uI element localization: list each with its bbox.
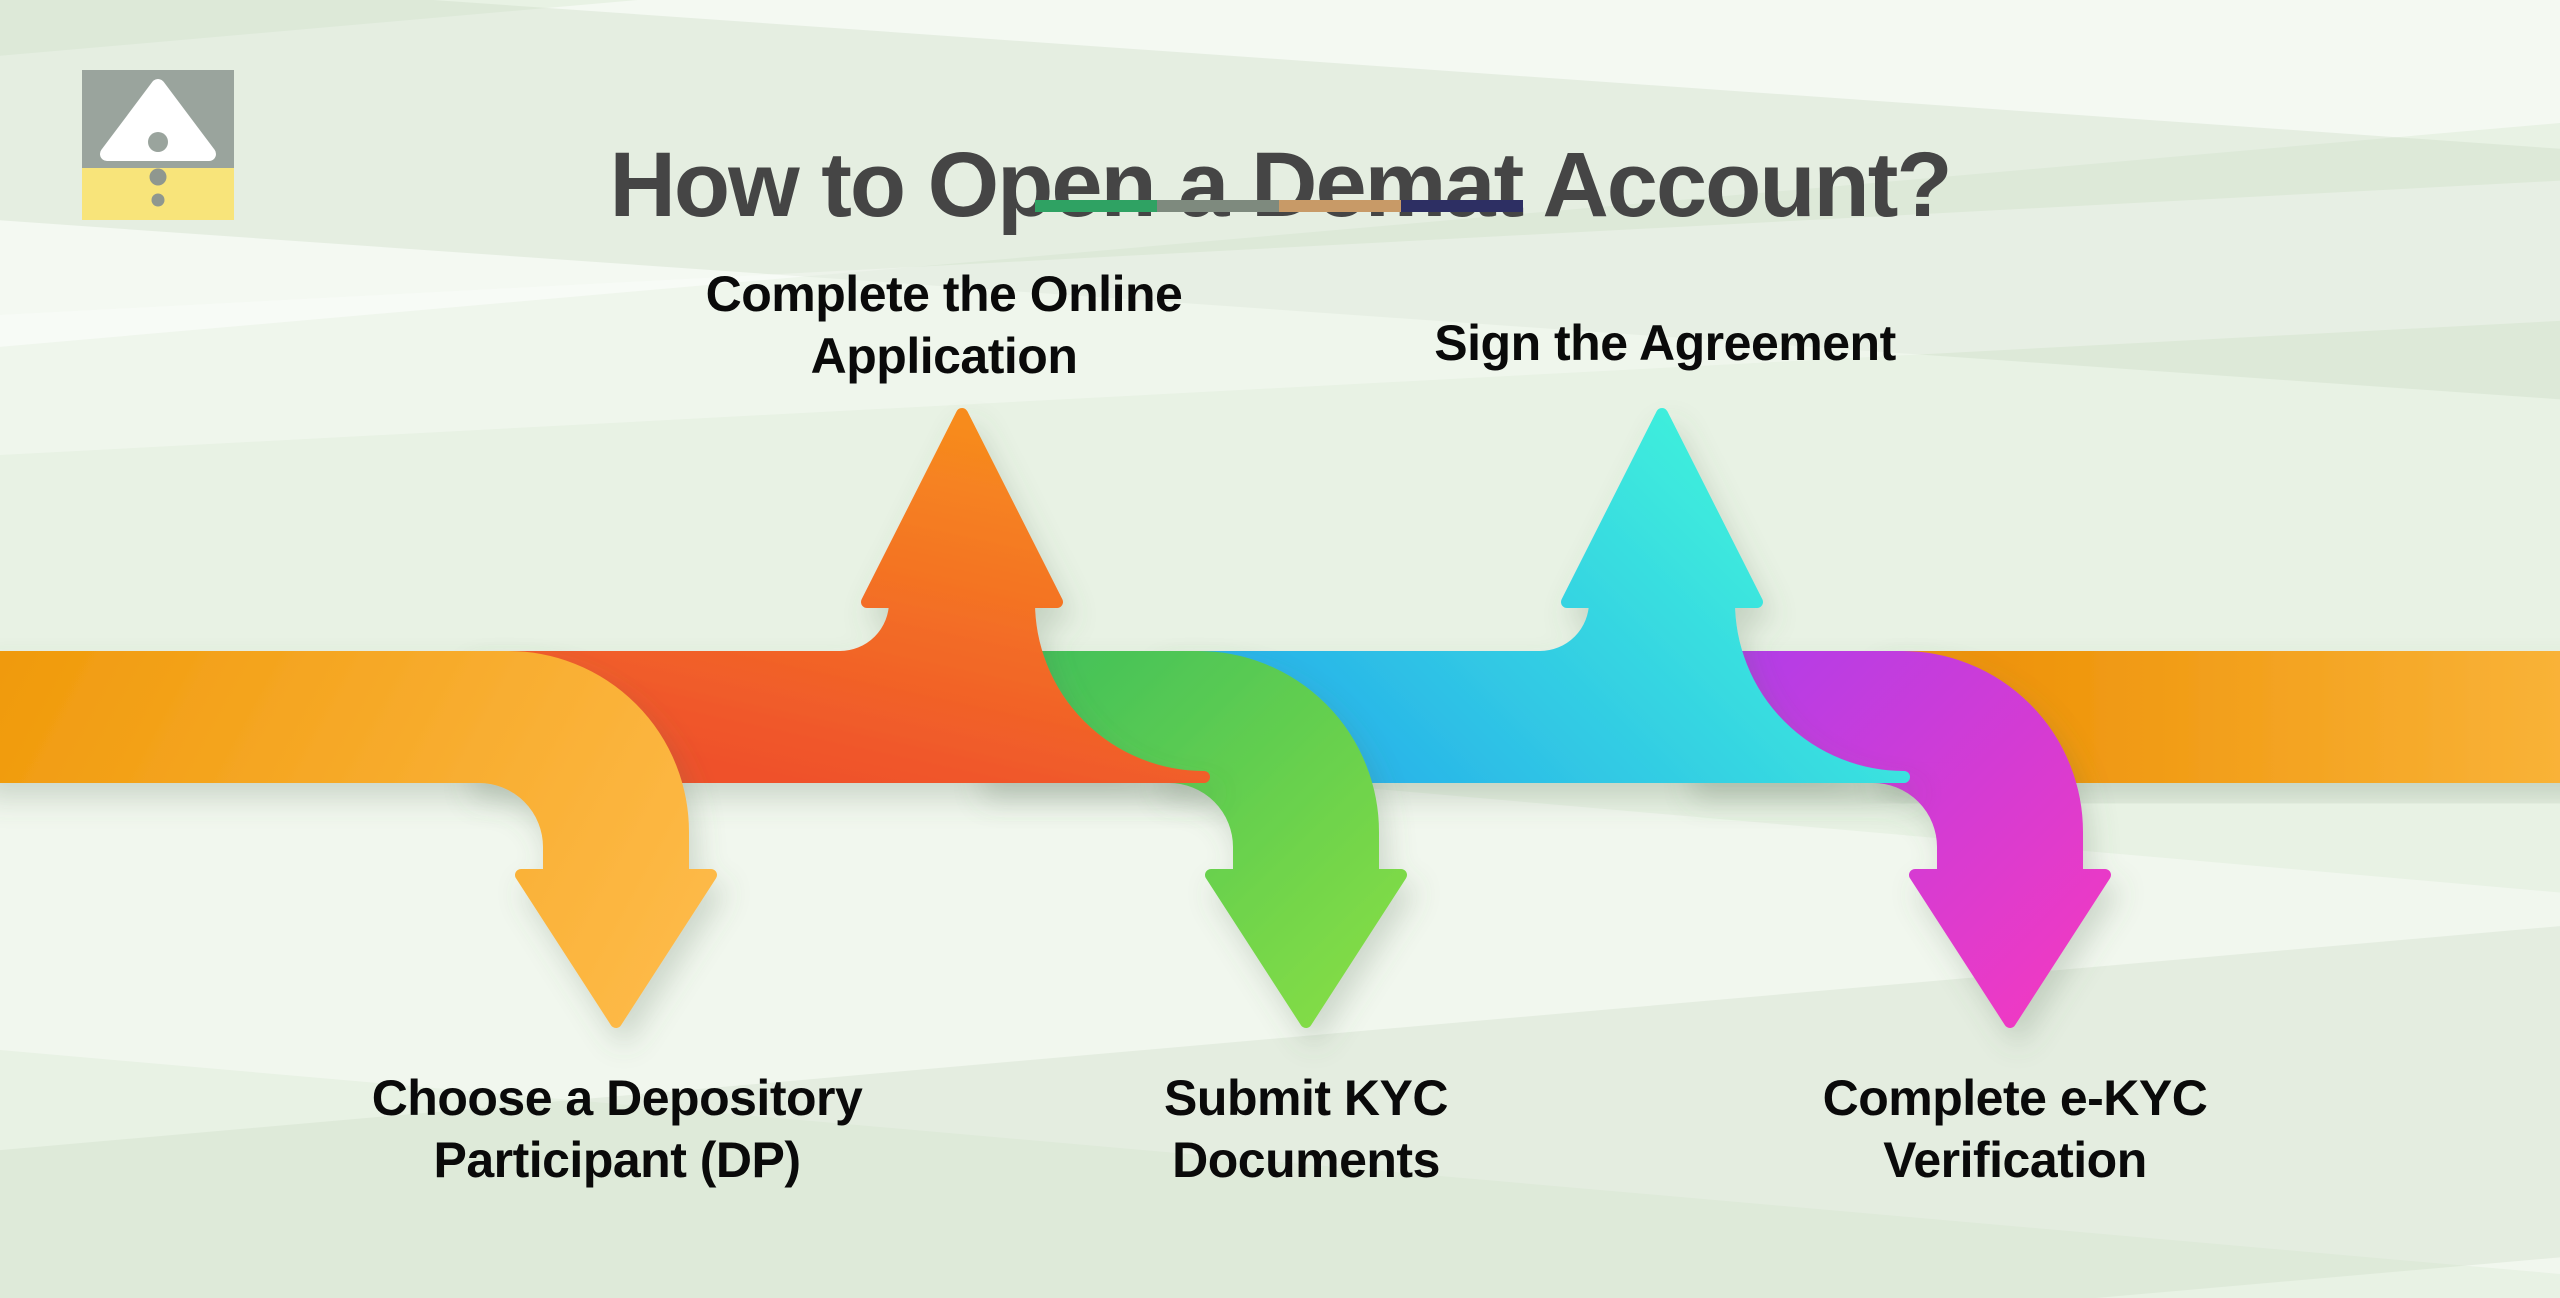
- divider-segment-green: [1035, 200, 1157, 212]
- ellipsis-dot-2: [151, 193, 165, 207]
- label-line: Sign the Agreement: [1434, 315, 1896, 371]
- label-line: Complete the Online: [705, 266, 1183, 322]
- label-line: Complete e-KYC: [1822, 1070, 2208, 1126]
- arrow-step-2-up: [464, 408, 1210, 783]
- brand-logo: [82, 70, 234, 220]
- divider-segment-navy: [1401, 200, 1523, 212]
- divider-segment-gray: [1157, 200, 1279, 212]
- triangle-dot: [148, 132, 168, 152]
- label-line: Documents: [1172, 1132, 1440, 1188]
- label-submit-kyc-documents: Submit KYC Documents: [956, 1067, 1656, 1191]
- label-line: Verification: [1883, 1132, 2147, 1188]
- title-divider: [1035, 200, 1523, 212]
- label-line: Participant (DP): [433, 1132, 801, 1188]
- label-line: Choose a Depository: [371, 1070, 863, 1126]
- label-complete-ekyc-verification: Complete e-KYC Verification: [1665, 1067, 2365, 1191]
- label-line: Submit KYC: [1164, 1070, 1448, 1126]
- arrow-step-4-up: [1154, 408, 1910, 783]
- page-title: How to Open a Demat Account?: [609, 133, 1952, 236]
- label-choose-depository-participant: Choose a Depository Participant (DP): [267, 1067, 967, 1191]
- label-line: Application: [810, 328, 1078, 384]
- divider-segment-tan: [1279, 200, 1401, 212]
- label-sign-the-agreement: Sign the Agreement: [1315, 312, 2015, 374]
- label-complete-online-application: Complete the Online Application: [594, 263, 1294, 387]
- mountain-triangle-icon: [100, 79, 216, 161]
- ellipsis-dot-1: [149, 168, 167, 186]
- arrow-step-1-down: [0, 651, 717, 1028]
